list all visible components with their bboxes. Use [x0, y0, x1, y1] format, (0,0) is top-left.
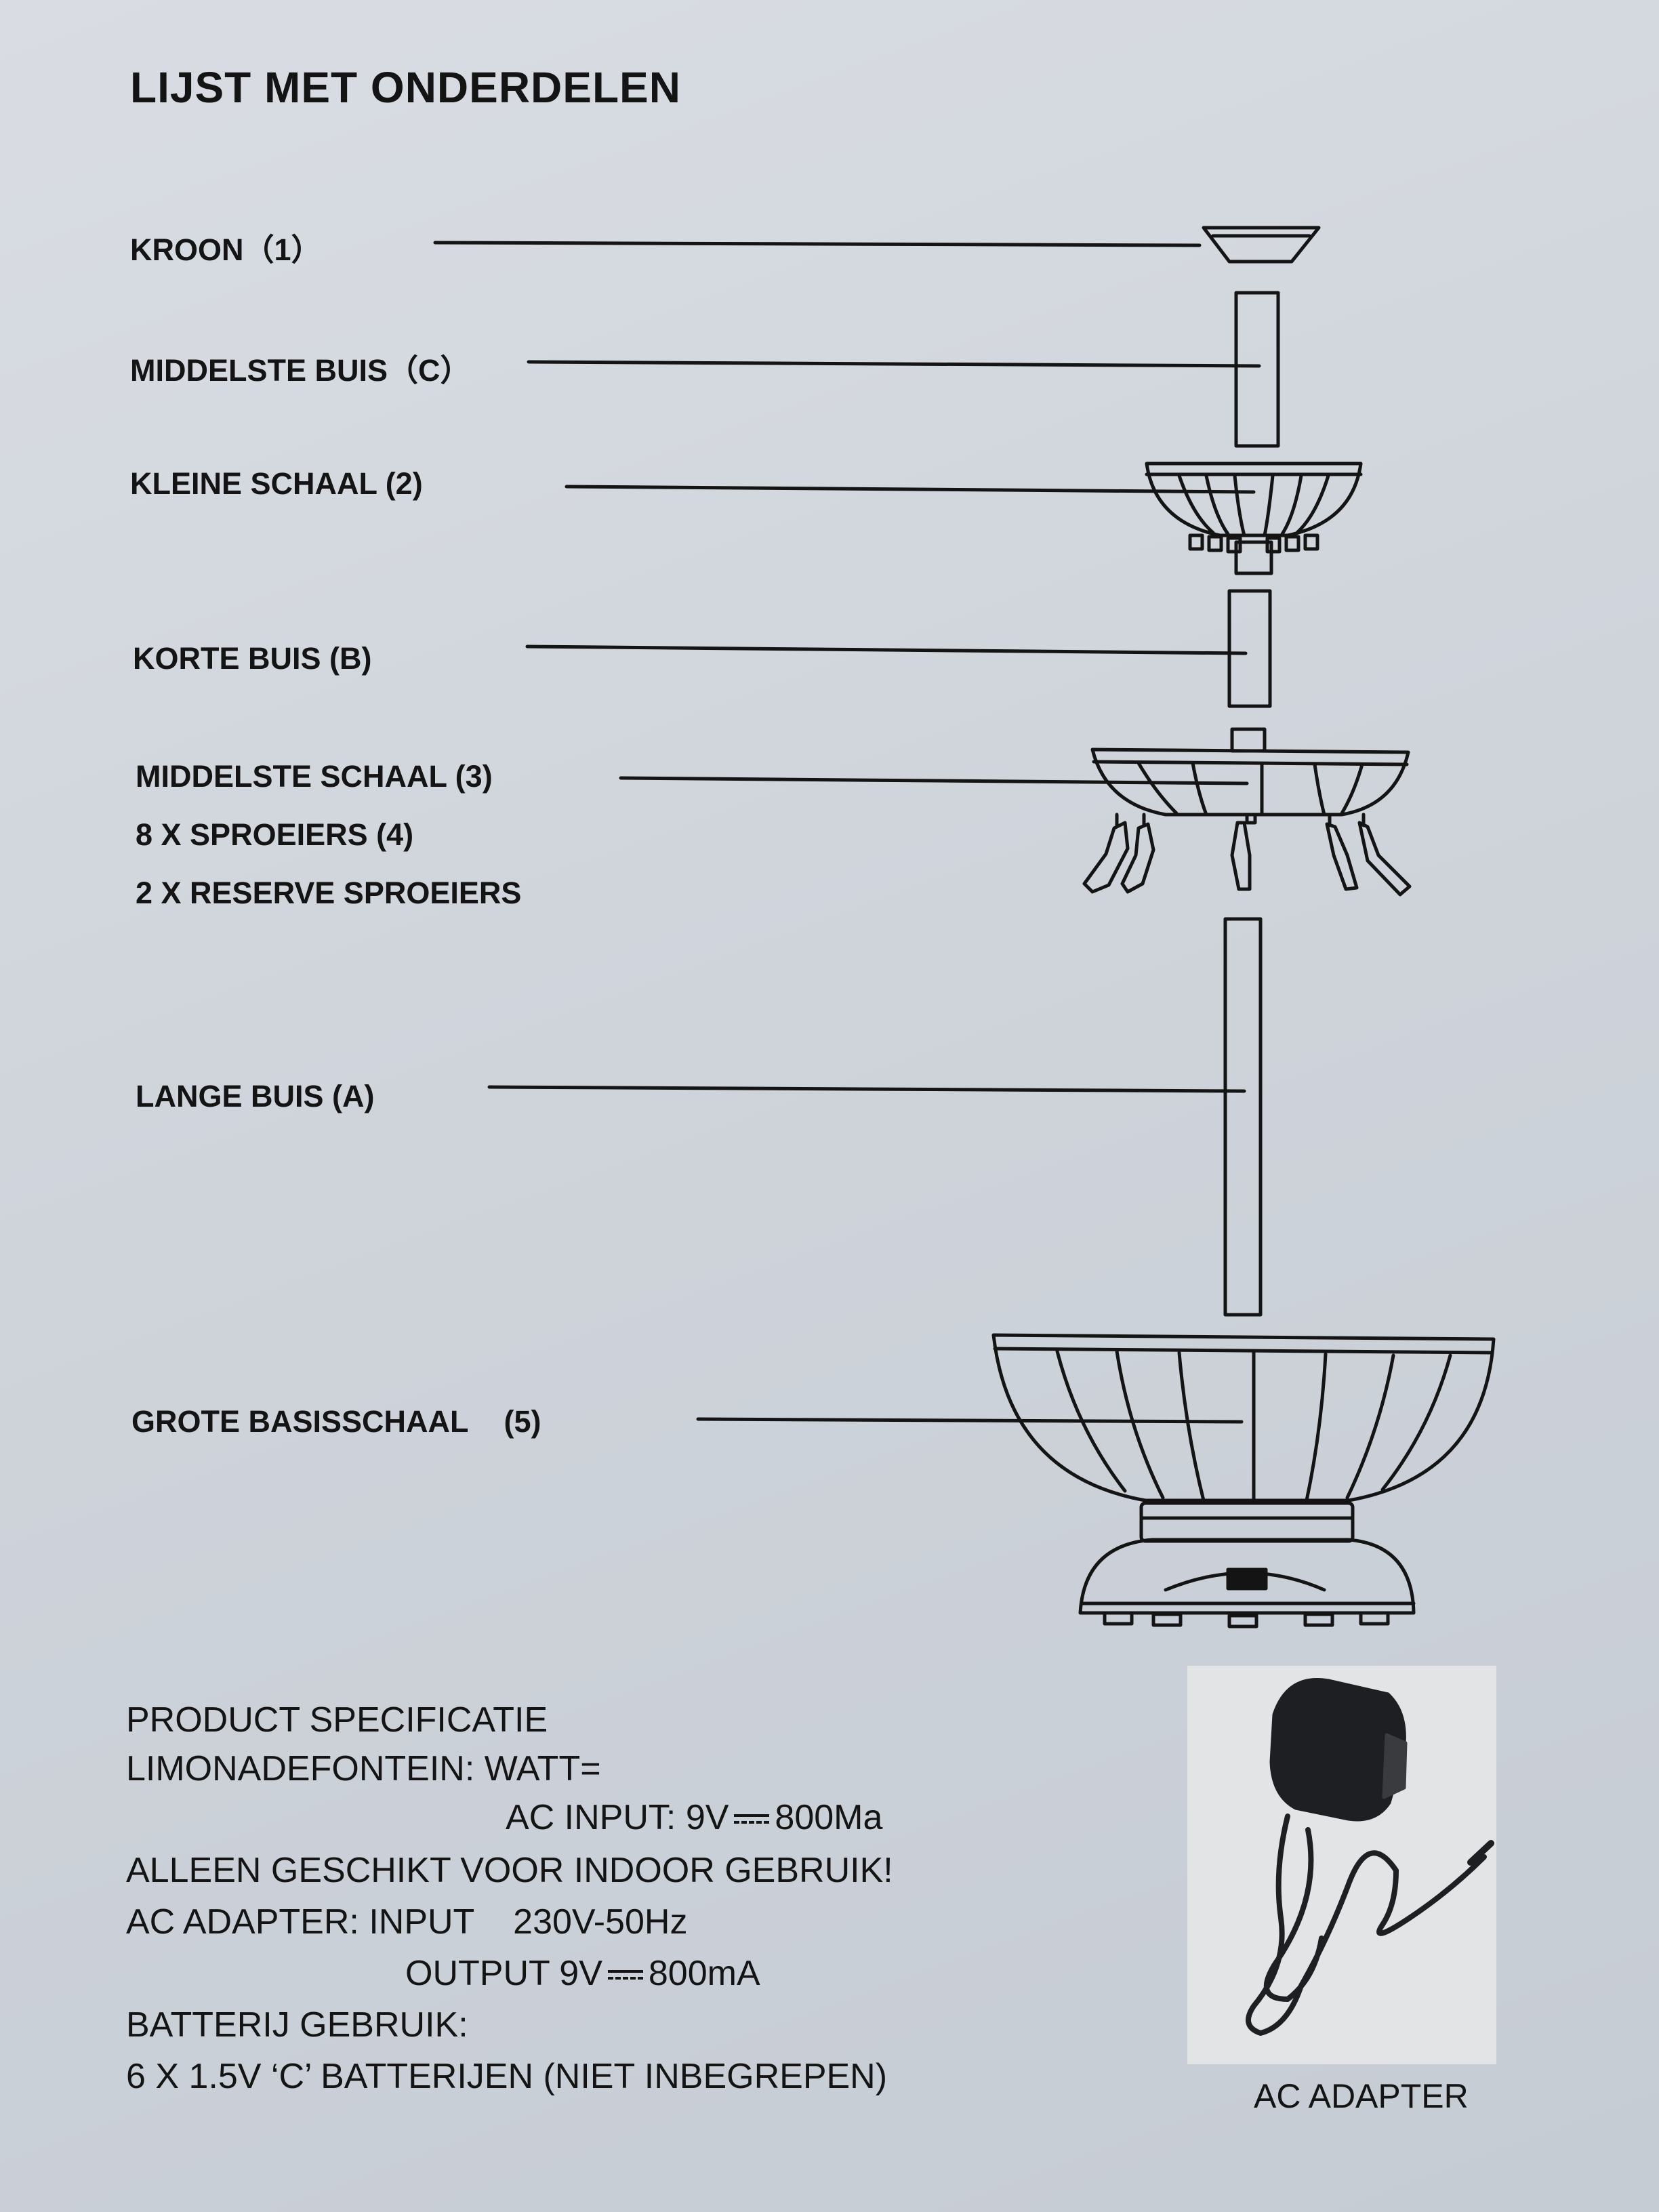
bowl-icon: [1090, 727, 1410, 817]
spec-output-label: OUTPUT 9V: [405, 1954, 602, 1993]
fountain-crown-icon: [1202, 226, 1321, 264]
part-label-sproeiers: 8 X SPROEIERS (4): [136, 817, 414, 852]
part-label-grote-basisschaal-number: (5): [504, 1404, 541, 1439]
spec-battery-line: 6 X 1.5V ‘C’ BATTERIJEN (NIET INBEGREPEN…: [126, 2057, 888, 2096]
part-label-grote-basisschaal-text: GROTE BASISSCHAAL: [131, 1404, 469, 1439]
dc-symbol-icon: [607, 1967, 643, 1984]
part-label-middelste-buis: MIDDELSTE BUIS（C）: [130, 353, 471, 388]
part-label-kroon: KROON（1）: [130, 232, 322, 267]
spec-watt-line: LIMONADEFONTEIN: WATT=: [126, 1749, 601, 1788]
spec-ac-input-label: AC INPUT: 9V: [506, 1798, 729, 1837]
tube-icon: [1234, 291, 1280, 448]
page-title: LIJST MET ONDERDELEN: [130, 63, 681, 112]
dc-symbol-icon: [734, 1811, 770, 1828]
spec-indoor-warning: ALLEEN GESCHIKT VOOR INDOOR GEBRUIK!: [126, 1851, 893, 1890]
adapter-caption: AC ADAPTER: [1254, 2077, 1469, 2115]
part-label-reserve-sproeiers: 2 X RESERVE SPROEIERS: [136, 876, 522, 910]
leader-lines: [433, 241, 1261, 1424]
spec-output: OUTPUT 9V 800mA: [405, 1953, 760, 1994]
part-label-grote-basisschaal: GROTE BASISSCHAAL (5): [131, 1404, 541, 1439]
spec-battery-heading: BATTERIJ GEBRUIK:: [126, 2005, 468, 2045]
part-label-lange-buis: LANGE BUIS (A): [136, 1079, 375, 1113]
spec-adapter-input: AC ADAPTER: INPUT 230V-50Hz: [126, 1902, 688, 1942]
part-label-middelste-schaal: MIDDELSTE SCHAAL (3): [136, 759, 493, 794]
ac-adapter-icon: [1187, 1666, 1496, 2064]
part-label-korte-buis: KORTE BUIS (B): [133, 641, 372, 676]
part-label-kleine-schaal: KLEINE SCHAAL (2): [130, 466, 423, 501]
spec-output-value: 800mA: [648, 1954, 760, 1993]
spec-heading: PRODUCT SPECIFICATIE: [126, 1700, 548, 1740]
spec-ac-input: AC INPUT: 9V 800Ma: [506, 1797, 882, 1838]
bowl-icon: [1145, 462, 1363, 575]
tube-icon: [1227, 589, 1272, 708]
spec-ac-input-value: 800Ma: [775, 1798, 883, 1837]
base-bowl-icon: [991, 1333, 1496, 1629]
tube-icon: [1223, 917, 1263, 1317]
sprayer-icon: [1082, 813, 1412, 897]
